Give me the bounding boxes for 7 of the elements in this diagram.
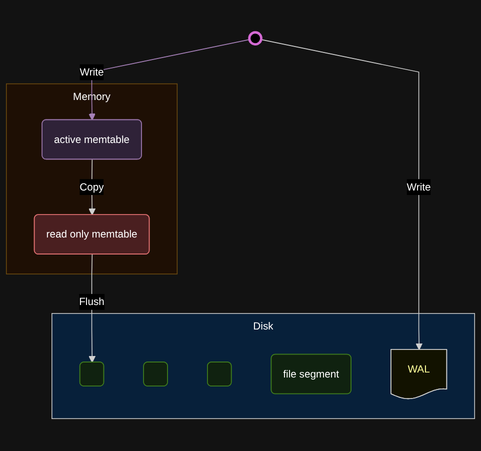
edge-label: Copy xyxy=(80,180,104,193)
node-person xyxy=(248,31,262,46)
arrow xyxy=(88,39,250,120)
edge-label: Flush xyxy=(79,296,104,308)
arrow xyxy=(260,39,423,350)
edge-label: Write xyxy=(406,180,431,193)
edge-label: Write xyxy=(80,66,104,78)
